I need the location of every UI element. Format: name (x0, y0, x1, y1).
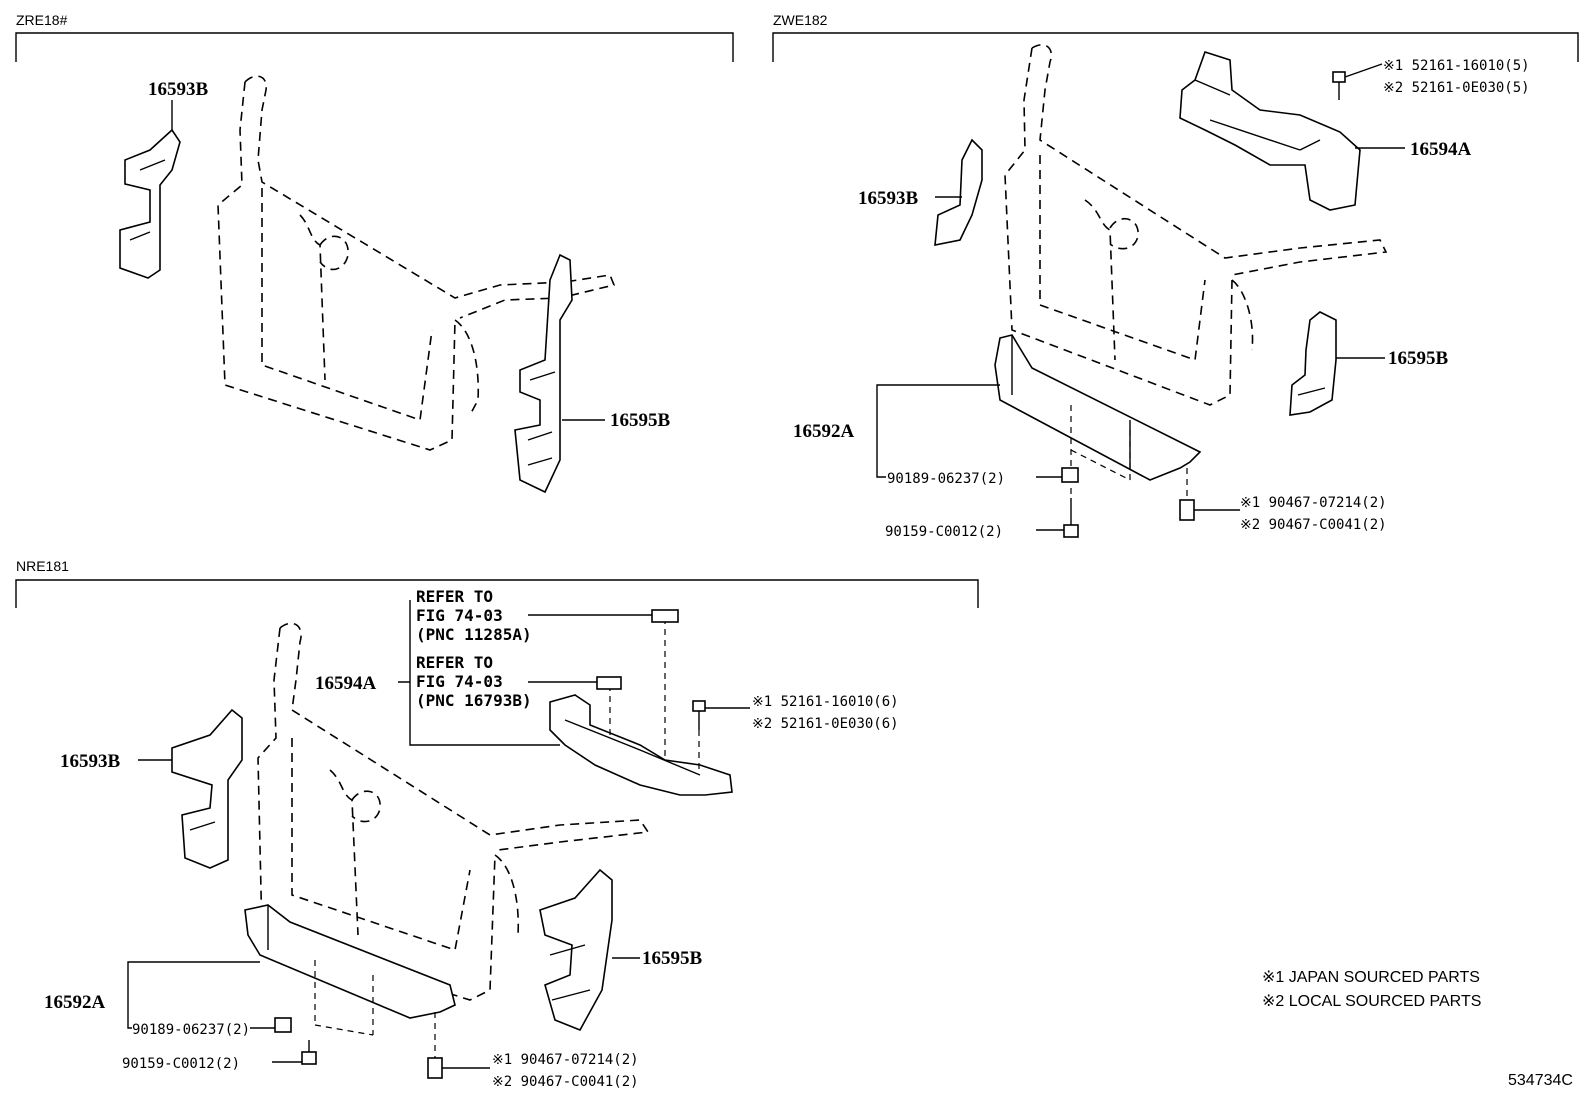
zwe-clip-japan: ※1 52161-16010(5) (1383, 58, 1530, 74)
nre-part-16592a: 16592A (44, 992, 106, 1013)
zre-side-deflector-right (514, 253, 573, 494)
nre-ref2-line1: REFER TO (416, 653, 493, 672)
nre-part-16595b: 16595B (642, 948, 703, 969)
nre-ref1-line2: FIG 74-03 (416, 606, 503, 625)
nre-nut (274, 1017, 292, 1033)
zwe-nut (1061, 467, 1079, 483)
zwe-radiator-support (1004, 44, 1388, 406)
nre-bolt-local: ※2 90467-C0041(2) (492, 1074, 639, 1090)
zwe-part-16594a: 16594A (1410, 139, 1472, 160)
zwe-screw (1063, 498, 1079, 538)
nre-upper-deflector (549, 694, 733, 796)
nre-nut-label: 90189-06237(2) (132, 1022, 250, 1038)
section-label-nre181: NRE181 (16, 558, 69, 574)
zre-part-16595b: 16595B (610, 410, 671, 431)
nre-bolt-japan: ※1 90467-07214(2) (492, 1052, 639, 1068)
zwe-bolt-japan: ※1 90467-07214(2) (1240, 495, 1387, 511)
zre-side-deflector-left (119, 128, 181, 279)
note-local-sourced: ※2 LOCAL SOURCED PARTS (1262, 993, 1481, 1010)
nre-leader-16592a (127, 961, 260, 1029)
nre-ref1-line1: REFER TO (416, 587, 493, 606)
zwe-lower-cover (994, 334, 1202, 481)
nre-part-16593b: 16593B (60, 751, 121, 772)
section-label-zre18: ZRE18# (16, 12, 68, 28)
nre-leader-16594a (398, 600, 560, 746)
zwe-part-16595b: 16595B (1388, 348, 1449, 369)
zwe-nut-label: 90189-06237(2) (887, 471, 1005, 487)
nre-radiator-support (257, 622, 650, 1001)
zre-radiator-support (217, 75, 616, 451)
zwe-leader-16592a (876, 384, 1000, 478)
nre-ref-pad-2 (596, 676, 622, 690)
nre-ref2-line2: FIG 74-03 (416, 672, 503, 691)
nre-screw-label: 90159-C0012(2) (122, 1056, 240, 1072)
zwe-screw-label: 90159-C0012(2) (885, 524, 1003, 540)
zwe-part-16592a: 16592A (793, 421, 855, 442)
nre-side-deflector-right (539, 868, 613, 1032)
nre-ref2-line3: (PNC 16793B) (416, 691, 532, 710)
nre-part-16594a: 16594A (315, 673, 377, 694)
nre-lower-cover (244, 904, 456, 1019)
zwe-upper-deflector (1179, 51, 1361, 211)
nre-clip-local: ※2 52161-0E030(6) (752, 716, 899, 732)
nre-clip-japan: ※1 52161-16010(6) (752, 694, 899, 710)
nre-screw (301, 1040, 317, 1065)
nre-bolt (427, 1057, 443, 1079)
zwe-side-deflector-left (934, 138, 983, 246)
zwe-bolt-local: ※2 90467-C0041(2) (1240, 517, 1387, 533)
illustration-id: 534734C (1508, 1072, 1573, 1089)
zwe-side-deflector-right (1289, 311, 1337, 416)
zwe-clip (1332, 71, 1346, 100)
section-brackets (15, 32, 1579, 608)
zwe-leader-clip (1344, 63, 1383, 78)
section-label-zwe182: ZWE182 (773, 12, 828, 28)
nre-ref1-line3: (PNC 11285A) (416, 625, 532, 644)
nre-clip (692, 700, 706, 730)
nre-ref-pad-1 (651, 609, 679, 623)
zre-part-16593b: 16593B (148, 79, 209, 100)
zwe-part-16593b: 16593B (858, 188, 919, 209)
zwe-clip-local: ※2 52161-0E030(5) (1383, 80, 1530, 96)
nre-side-deflector-left (171, 708, 243, 869)
note-japan-sourced: ※1 JAPAN SOURCED PARTS (1262, 969, 1480, 986)
zwe-bolt (1179, 499, 1195, 521)
